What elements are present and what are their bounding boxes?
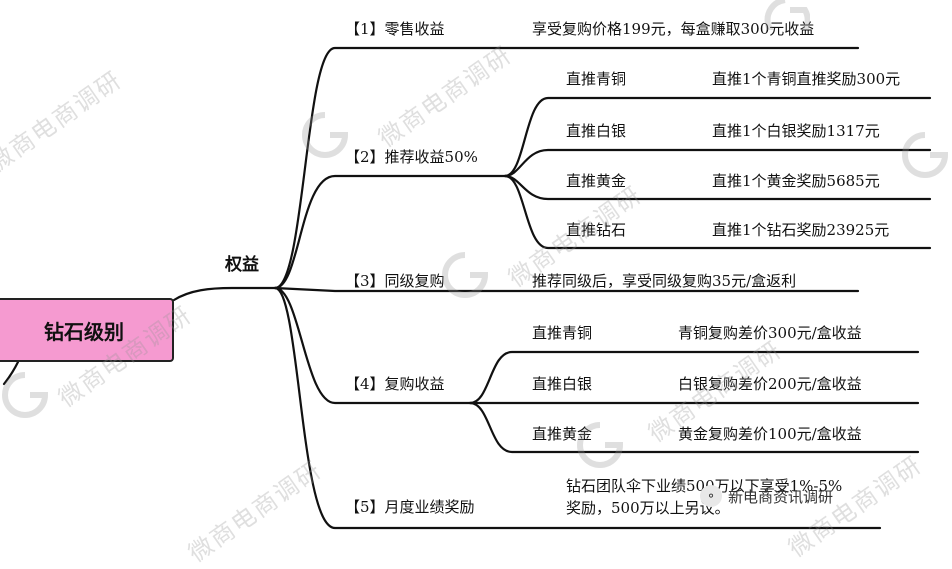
- hub-branch-5-connector: [273, 286, 882, 530]
- b2-child-3-detail: 直推1个黄金奖励5685元: [712, 172, 880, 190]
- b2-child-4-connector: [503, 174, 932, 250]
- b4-child-3-detail: 黄金复购差价100元/盒收益: [678, 425, 862, 443]
- hub-branch-2-connector: [273, 174, 507, 290]
- hub-branch-1-connector: [273, 46, 860, 290]
- branch-5-detail-line-2: 奖励，500万以上另议。: [566, 499, 730, 517]
- b4-child-3-connector: [468, 401, 920, 454]
- b2-child-1-detail: 直推1个青铜直推奖励300元: [712, 70, 901, 88]
- b4-child-3-label: 直推黄金: [532, 425, 593, 443]
- branch-5-label: 【5】月度业绩奖励: [345, 498, 475, 516]
- b2-child-1-label: 直推青铜: [566, 70, 627, 88]
- root-hub-connector: [172, 286, 277, 302]
- b2-child-2-detail: 直推1个白银奖励1317元: [712, 122, 880, 140]
- b2-child-4-label: 直推钻石: [566, 221, 627, 239]
- b4-child-1-connector: [468, 350, 920, 405]
- hub-branch-4-connector: [273, 286, 472, 405]
- b2-child-3-label: 直推黄金: [566, 172, 627, 190]
- branch-1-label: 【1】零售收益: [345, 20, 445, 38]
- b2-child-1-connector: [503, 96, 932, 178]
- root-tail-line: [2, 360, 20, 386]
- branch-4-label: 【4】复购收益: [345, 375, 445, 393]
- hub-branch-3-connector: [273, 286, 860, 293]
- b4-child-1-label: 直推青铜: [532, 324, 593, 342]
- wechat-icon: ⚬: [700, 485, 722, 507]
- b2-child-2-label: 直推白银: [566, 122, 627, 140]
- b2-child-4-detail: 直推1个钻石奖励23925元: [712, 221, 890, 239]
- b2-child-2-connector: [503, 148, 932, 178]
- b4-child-2-label: 直推白银: [532, 375, 593, 393]
- wechat-account-name: 新电商资讯调研: [728, 487, 834, 506]
- root-label: 钻石级别: [44, 319, 124, 344]
- mindmap-connectors: [2, 46, 932, 530]
- branch-3-detail: 推荐同级后，享受同级复购35元/盒返利: [532, 272, 797, 290]
- branch-1-detail: 享受复购价格199元，每盒赚取300元收益: [532, 20, 815, 38]
- root-node: 钻石级别: [0, 298, 174, 362]
- branch-2-label: 【2】推荐收益50%: [345, 148, 478, 166]
- branch-3-label: 【3】同级复购: [345, 272, 445, 290]
- wechat-source-badge: ⚬ 新电商资讯调研: [700, 484, 833, 508]
- b4-child-2-detail: 白银复购差价200元/盒收益: [678, 375, 862, 393]
- b4-child-1-detail: 青铜复购差价300元/盒收益: [678, 324, 862, 342]
- hub-label: 权益: [225, 255, 259, 275]
